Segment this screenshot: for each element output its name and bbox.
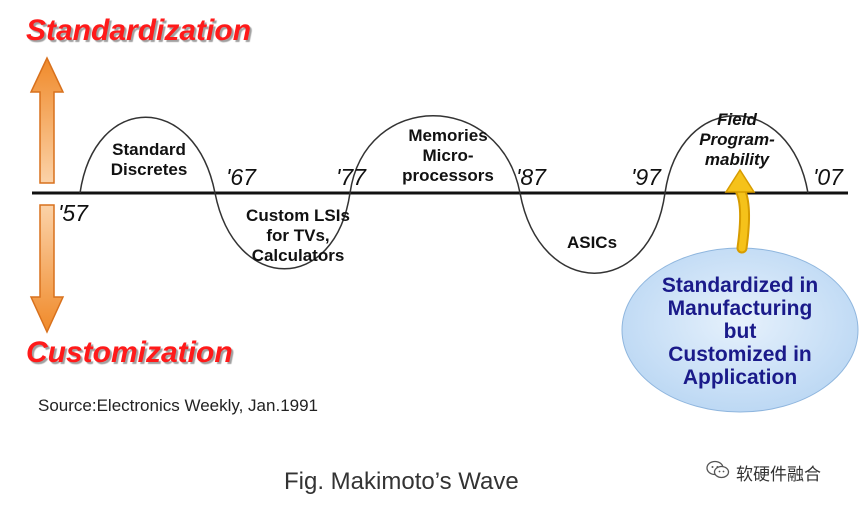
wechat-icon bbox=[706, 458, 730, 482]
callout-line1: Standardized in bbox=[661, 274, 819, 297]
callout-line4: Customized in bbox=[668, 343, 812, 366]
year-2007: '07 bbox=[813, 164, 843, 190]
customization-label: Customization bbox=[26, 336, 233, 369]
source-note: Source:Electronics Weekly, Jan.1991 bbox=[38, 396, 319, 415]
era-field-programmability: Field Program- mability bbox=[682, 110, 792, 170]
callout-arrow bbox=[724, 168, 756, 254]
era-standard-discretes: Standard Discretes bbox=[94, 140, 204, 180]
era-field-line3: mability bbox=[704, 150, 770, 169]
era-field-line2: Program- bbox=[699, 130, 775, 149]
era-custom-lsis: Custom LSIs for TVs, Calculators bbox=[230, 206, 366, 266]
year-1977: '77 bbox=[336, 164, 366, 190]
era-standard-discretes-line2: Discretes bbox=[110, 160, 188, 179]
era-custom-lsis-line2: for TVs, bbox=[266, 226, 330, 245]
era-custom-lsis-line3: Calculators bbox=[251, 246, 345, 265]
standardization-label: Standardization bbox=[26, 14, 252, 47]
era-memories-microprocessors: Memories Micro- processors bbox=[388, 126, 508, 186]
era-asics: ASICs bbox=[566, 233, 618, 252]
figure-caption: Fig. Makimoto’s Wave bbox=[284, 468, 519, 495]
standardization-arrow bbox=[29, 56, 65, 184]
era-memories-line3: processors bbox=[402, 166, 494, 185]
era-custom-lsis-line1: Custom LSIs bbox=[246, 206, 350, 225]
callout-line2: Manufacturing bbox=[667, 297, 813, 320]
year-1957: '57 bbox=[58, 200, 88, 226]
callout-line3: but bbox=[723, 320, 757, 343]
era-field-line1: Field bbox=[717, 110, 757, 129]
era-memories-line1: Memories bbox=[408, 126, 488, 145]
callout-line5: Application bbox=[682, 366, 798, 389]
customization-arrow bbox=[29, 204, 65, 334]
wave-curve bbox=[79, 115, 809, 274]
era-memories-line2: Micro- bbox=[422, 146, 474, 165]
callout-text: Standardized in Manufacturing but Custom… bbox=[632, 274, 848, 389]
year-1967: '67 bbox=[226, 164, 256, 190]
era-standard-discretes-line1: Standard bbox=[112, 140, 186, 159]
year-1997: '97 bbox=[631, 164, 661, 190]
year-1987: '87 bbox=[516, 164, 546, 190]
watermark-text: 软硬件融合 bbox=[736, 465, 821, 485]
